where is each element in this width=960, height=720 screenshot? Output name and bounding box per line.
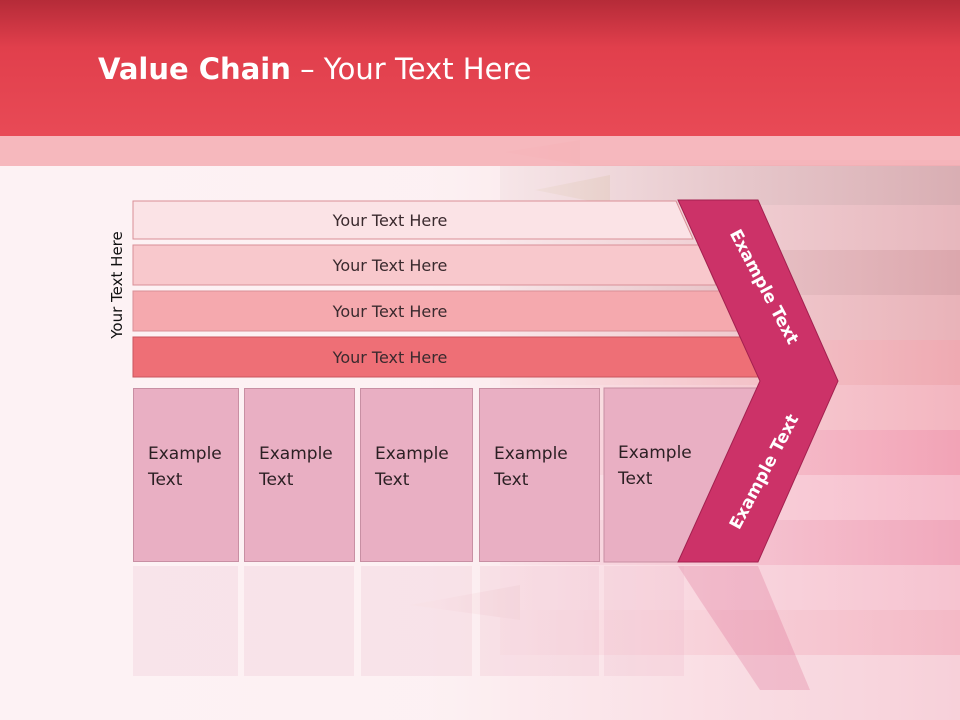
- title-rest: – Your Text Here: [290, 52, 532, 86]
- column-2-text: Example Text: [259, 444, 333, 490]
- header-band: [0, 0, 960, 136]
- chevron-arrow: [677, 199, 839, 563]
- slide-title: Value Chain – Your Text Here: [98, 52, 532, 86]
- column-box-3: Example Text: [360, 388, 473, 562]
- column-reflection: [133, 566, 684, 676]
- row-4: Your Text Here: [133, 337, 693, 377]
- column-3-text: Example Text: [375, 444, 449, 490]
- row-3: Your Text Here: [133, 291, 693, 331]
- row-1: Your Text Here: [133, 201, 693, 239]
- row-bar-1: [132, 200, 694, 240]
- column-1-text: Example Text: [148, 444, 222, 490]
- column-4-text: Example Text: [494, 444, 568, 490]
- column-5-text: Example Text: [618, 443, 692, 489]
- side-label: Your Text Here: [104, 210, 130, 360]
- row-1-text: Your Text Here: [332, 210, 448, 230]
- column-box-2: Example Text: [244, 388, 355, 562]
- row-4-text: Your Text Here: [332, 347, 448, 367]
- column-box-1: Example Text: [133, 388, 239, 562]
- row-2: Your Text Here: [133, 245, 693, 285]
- side-label-text: Your Text Here: [108, 231, 126, 339]
- column-box-4: Example Text: [479, 388, 600, 562]
- title-bold: Value Chain: [98, 52, 291, 86]
- row-2-text: Your Text Here: [332, 255, 448, 275]
- row-3-text: Your Text Here: [332, 301, 448, 321]
- chevron-reflection: [678, 566, 810, 690]
